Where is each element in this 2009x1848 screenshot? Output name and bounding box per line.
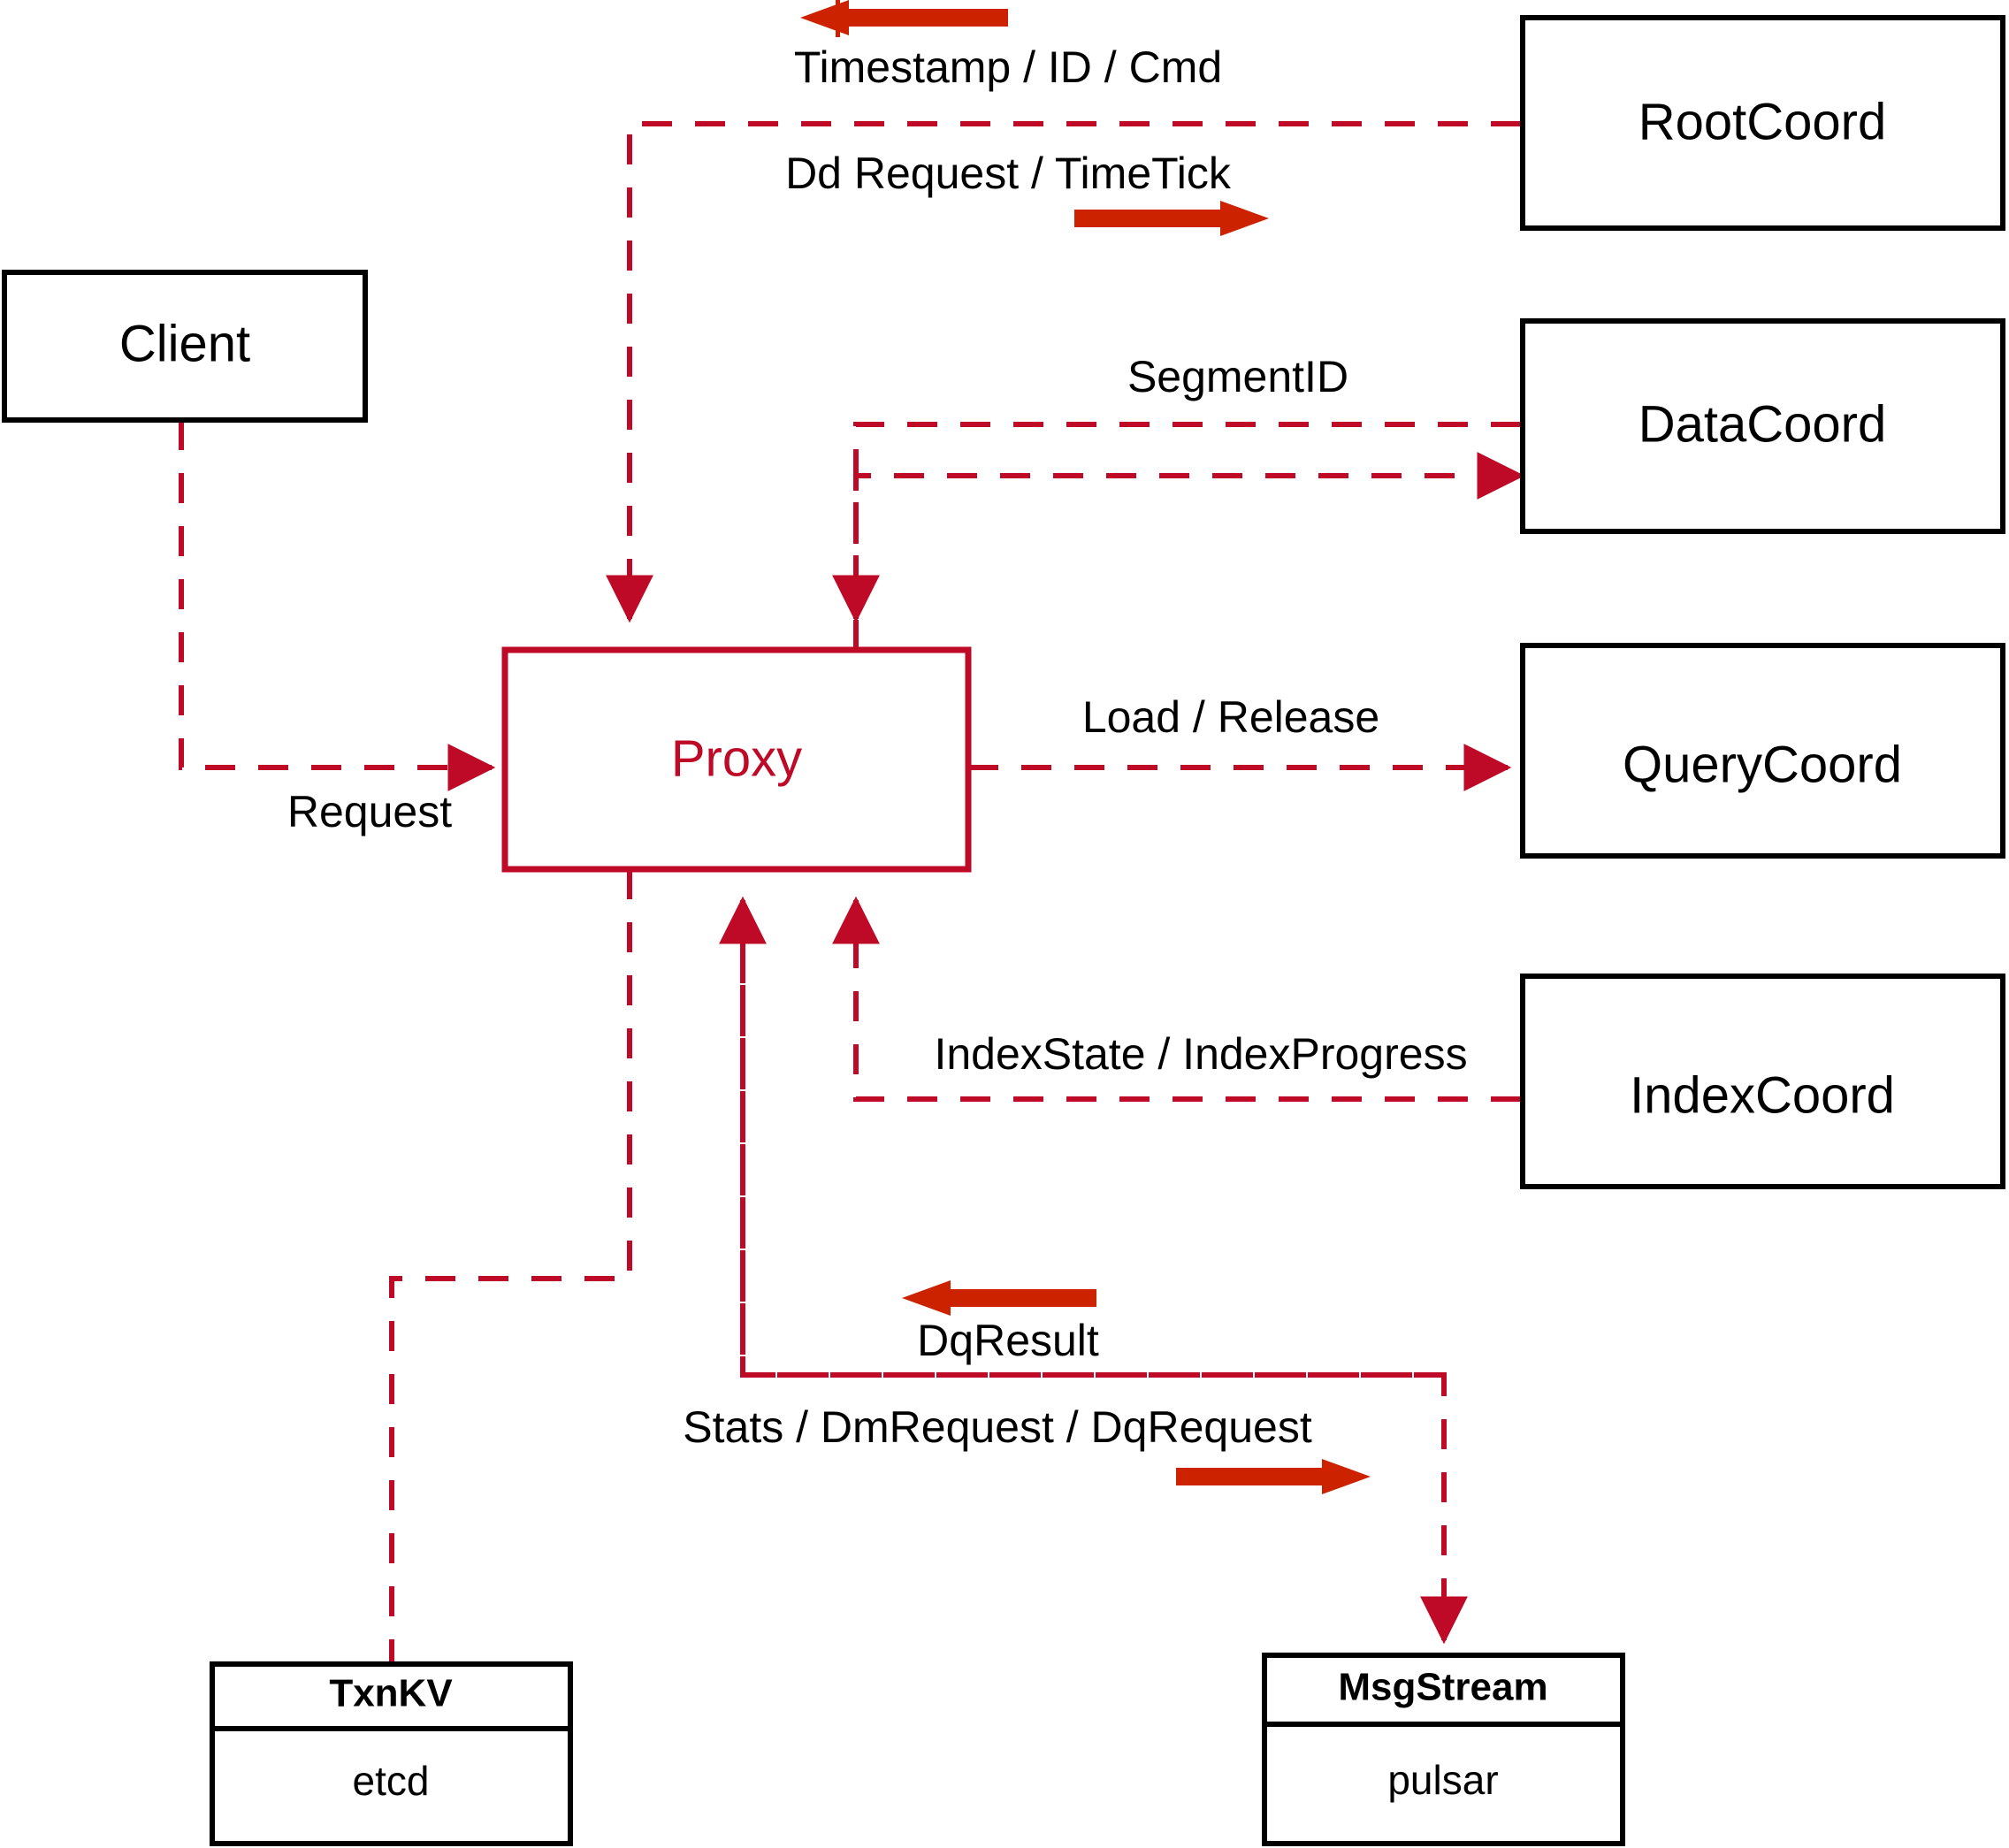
edge-label-load-release: Load / Release [1082,692,1379,742]
node-msgstream-impl: pulsar [1387,1757,1498,1803]
node-datacoord-label: DataCoord [1639,395,1886,453]
arrow-indicator-timestamp [800,0,1008,37]
edge-proxy-to-msgstream [740,900,1468,1645]
node-txnkv-impl: etcd [353,1758,430,1804]
arrow-indicator-ddrequest [1074,201,1269,236]
node-querycoord-label: QueryCoord [1623,736,1902,793]
edge-msgstream-to-proxy [719,896,1444,1378]
edge-rootcoord-to-proxy [606,121,1521,623]
edge-label-dd-request-timetick: Dd Request / TimeTick [785,149,1232,198]
node-rootcoord[interactable]: RootCoord [1520,15,2005,231]
edge-label-request: Request [287,787,452,836]
edge-proxy-to-rootcoord [853,452,1525,650]
edge-datacoord-to-proxy [832,422,1521,623]
node-proxy[interactable]: Proxy [501,646,972,873]
edge-label-indexstate-indexprogress: IndexState / IndexProgress [934,1029,1467,1079]
edge-client-to-proxy [179,420,496,791]
node-txnkv[interactable]: TxnKV etcd [210,1661,573,1846]
node-client[interactable]: Client [2,270,368,423]
edge-label-dqresult: DqResult [917,1316,1099,1365]
node-proxy-label: Proxy [671,729,802,787]
node-indexcoord-label: IndexCoord [1630,1066,1895,1124]
node-client-label: Client [119,315,250,372]
arrow-indicator-dqresult [902,1280,1096,1316]
edge-label-timestamp-id-cmd: Timestamp / ID / Cmd [794,42,1222,92]
edge-proxy-to-txnkv [389,869,632,1664]
node-datacoord[interactable]: DataCoord [1520,318,2005,534]
arrow-indicator-dqrequest [1176,1459,1371,1494]
node-rootcoord-label: RootCoord [1639,93,1886,150]
node-querycoord[interactable]: QueryCoord [1520,643,2005,859]
node-msgstream[interactable]: MsgStream pulsar [1262,1653,1625,1846]
edge-label-stats-dmrequest-dqrequest: Stats / DmRequest / DqRequest [683,1402,1312,1452]
node-indexcoord[interactable]: IndexCoord [1520,974,2005,1189]
node-txnkv-title: TxnKV [329,1672,453,1715]
edge-label-segmentid: SegmentID [1127,352,1348,401]
edge-indexcoord-to-proxy [832,896,1521,1102]
node-msgstream-title: MsgStream [1338,1666,1547,1709]
